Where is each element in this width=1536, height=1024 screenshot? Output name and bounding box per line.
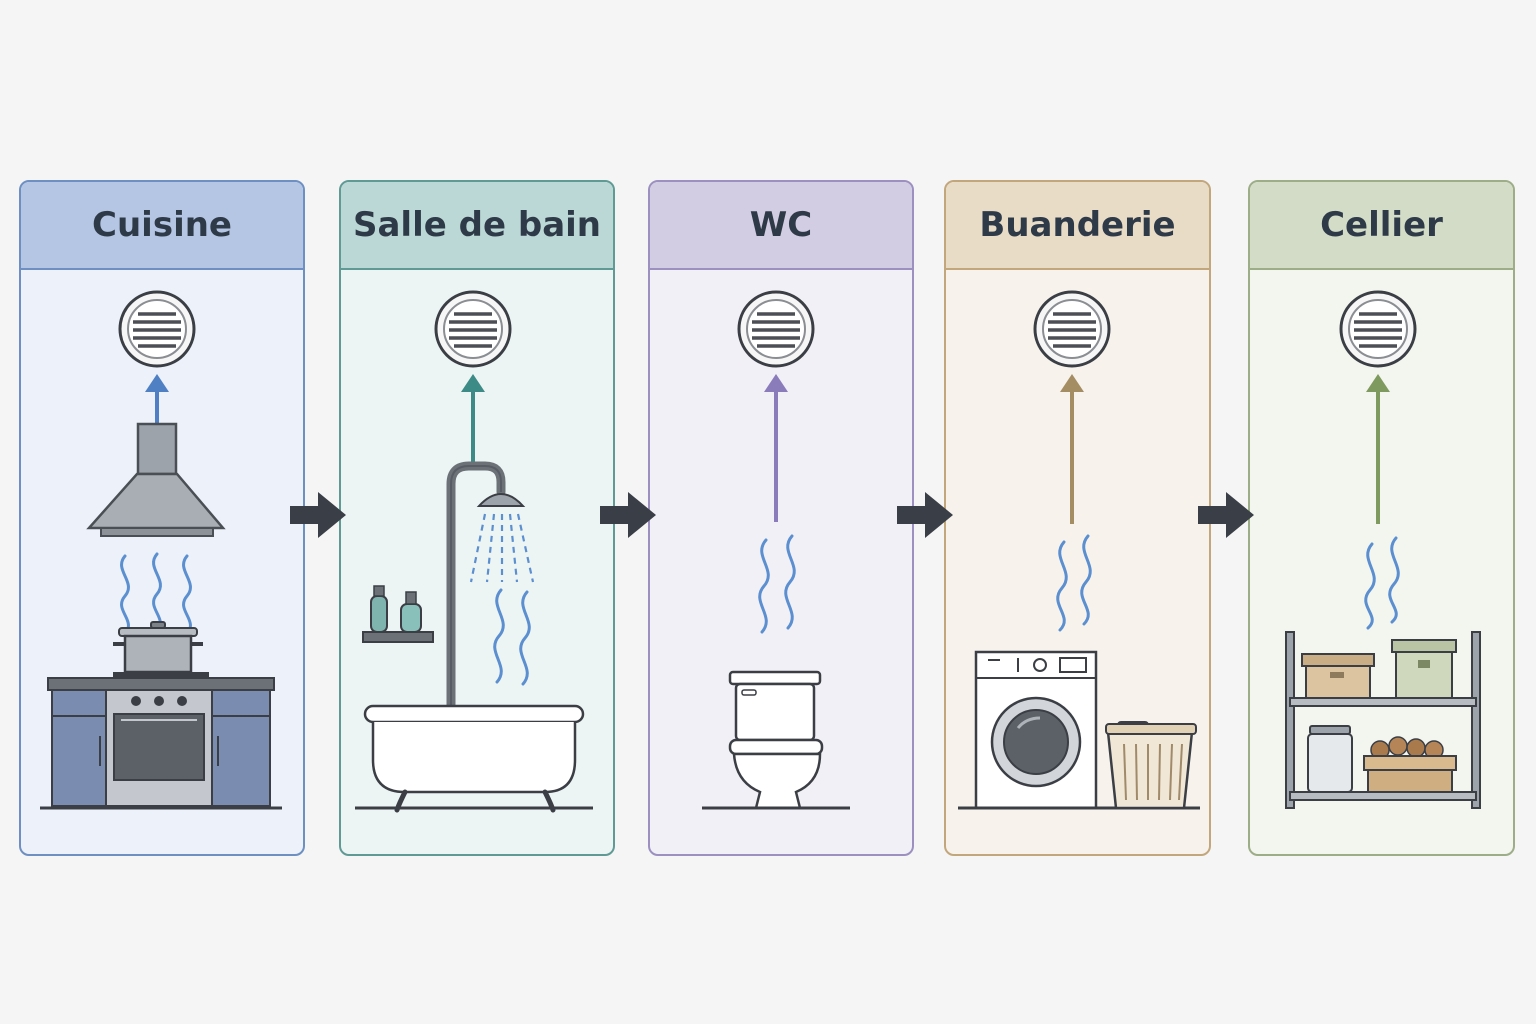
room-title-wc: WC xyxy=(650,182,912,270)
airflow-up-arrow-icon xyxy=(461,374,485,462)
steam-icon xyxy=(120,552,192,636)
cooking-pot-icon xyxy=(113,621,209,678)
shower-icon xyxy=(446,461,535,721)
flow-arrow-icon xyxy=(290,492,346,538)
laundry-basket-icon xyxy=(1105,721,1197,810)
room-illustration-cellier xyxy=(1250,270,1513,854)
stove-oven-icon xyxy=(40,677,282,810)
steam-icon xyxy=(1364,536,1400,630)
room-panel-buanderie: Buanderie xyxy=(944,180,1211,856)
room-illustration-cuisine xyxy=(21,270,303,854)
room-panel-cuisine: Cuisine xyxy=(19,180,305,856)
vent-grille-icon xyxy=(434,290,512,368)
storage-shelf-icon xyxy=(1285,631,1481,809)
bathtub-icon xyxy=(355,704,593,813)
room-illustration-buanderie xyxy=(946,270,1209,854)
range-hood-icon xyxy=(86,422,226,537)
room-title-buanderie: Buanderie xyxy=(946,182,1209,270)
steam-icon xyxy=(1056,534,1092,632)
steam-icon xyxy=(493,588,531,686)
vent-grille-icon xyxy=(1033,290,1111,368)
toiletries-shelf-icon xyxy=(362,585,434,643)
airflow-up-arrow-icon xyxy=(1060,374,1084,524)
steam-icon xyxy=(758,534,796,634)
airflow-up-arrow-icon xyxy=(1366,374,1390,524)
toilet-icon xyxy=(702,670,850,810)
vent-grille-icon xyxy=(1339,290,1417,368)
washing-machine-icon xyxy=(958,650,1200,810)
vent-grille-icon xyxy=(737,290,815,368)
room-panel-cellier: Cellier xyxy=(1248,180,1515,856)
flow-arrow-icon xyxy=(600,492,656,538)
room-title-cuisine: Cuisine xyxy=(21,182,303,270)
room-panel-wc: WC xyxy=(648,180,914,856)
room-illustration-salle-de-bain xyxy=(341,270,613,854)
vent-grille-icon xyxy=(118,290,196,368)
room-panel-salle-de-bain: Salle de bain xyxy=(339,180,615,856)
room-title-salle-de-bain: Salle de bain xyxy=(341,182,613,270)
flow-arrow-icon xyxy=(897,492,953,538)
flow-arrow-icon xyxy=(1198,492,1254,538)
room-title-cellier: Cellier xyxy=(1250,182,1513,270)
room-illustration-wc xyxy=(650,270,912,854)
airflow-up-arrow-icon xyxy=(764,374,788,522)
